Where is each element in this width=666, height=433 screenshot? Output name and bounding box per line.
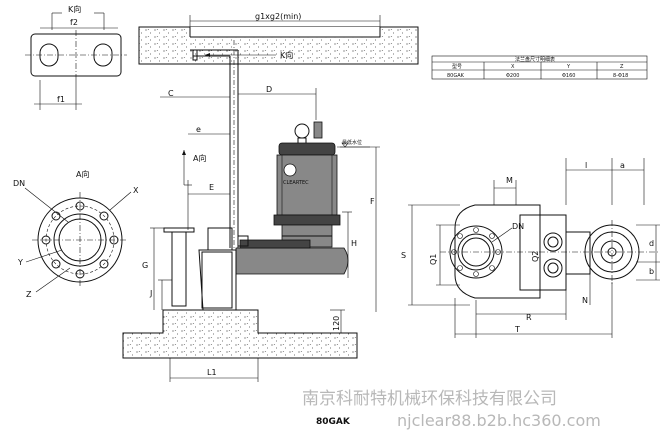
- brand-text: CLEARTEC: [283, 180, 309, 186]
- table-cell: Φ200: [506, 73, 519, 79]
- dim-f: F: [370, 197, 375, 206]
- k-arrow-label: K向: [280, 50, 293, 60]
- table-header: Y: [566, 64, 571, 70]
- table-cell: 80GAK: [447, 73, 465, 79]
- discharge-pipe: [171, 231, 187, 307]
- watermark-company: 南京科耐特机械环保科技有限公司: [302, 389, 557, 409]
- dim-s: S: [401, 251, 406, 260]
- plan-dn: DN: [512, 222, 524, 231]
- dim-120: 120: [332, 316, 341, 331]
- dim-a: a: [620, 161, 625, 170]
- dim-h: H: [351, 239, 357, 248]
- dim-m: M: [506, 176, 513, 185]
- plan-n: N: [582, 296, 588, 305]
- table-cell: Φ160: [562, 73, 575, 79]
- plan-r: R: [526, 313, 532, 322]
- model-label: 80GAK: [316, 417, 351, 427]
- dim-g: G: [142, 261, 148, 270]
- a-arrow-label: A向: [193, 153, 206, 163]
- plan-d: d: [649, 239, 654, 248]
- dim-c: C: [168, 89, 174, 98]
- dim-g1xg2: g1xg2(min): [255, 12, 301, 21]
- dim-l1: L1: [207, 368, 217, 377]
- a-view: A向 DN X Y Z: [13, 169, 139, 299]
- water-level-label: 最低水位: [342, 139, 362, 146]
- flange-table: 法兰盘尺寸明细表 型号 X Y Z 80GAK Φ200 Φ160 8-Φ18: [431, 55, 648, 80]
- a-view-x: X: [133, 186, 139, 195]
- table-header: X: [511, 64, 515, 70]
- lifting-eye: [294, 123, 310, 139]
- dim-d: D: [266, 85, 272, 94]
- plan-q2: Q2: [531, 251, 540, 262]
- motor-top-cover: [278, 142, 336, 156]
- a-view-y: Y: [17, 258, 23, 267]
- dim-j: J: [149, 289, 152, 298]
- table-cell: 8-Φ18: [613, 73, 628, 79]
- motor-flange: [273, 214, 341, 226]
- brand-logo: [283, 163, 297, 177]
- bottom-slab: [122, 309, 358, 359]
- table-header: Z: [620, 64, 624, 70]
- dim-e: e: [196, 125, 201, 134]
- plan-view: l a M S Q1 DN Q2: [401, 158, 660, 338]
- dim-l: l: [585, 161, 587, 170]
- auto-coupling: [207, 227, 233, 251]
- table-title: 法兰盘尺寸明细表: [515, 56, 555, 63]
- watermark-url: njclear88.b2b.hc360.com: [397, 411, 601, 430]
- plan-pump-body: [519, 214, 567, 291]
- k-view: K向 f2 f1: [25, 4, 127, 110]
- plan-flange: [449, 225, 503, 279]
- plan-bracket: [565, 231, 591, 275]
- plan-coupling-body: [454, 204, 541, 299]
- elevation-view: g1xg2(min) K向 C D e A向 E: [122, 12, 419, 382]
- cable-gland: [313, 121, 323, 139]
- pump-volute: [235, 247, 349, 275]
- dim-f1: f1: [57, 95, 65, 104]
- a-view-z: Z: [26, 290, 32, 299]
- dim-q1: Q1: [429, 254, 438, 265]
- discharge-bend: [198, 249, 237, 311]
- table-header: 型号: [452, 63, 462, 70]
- dim-f2: f2: [70, 18, 78, 27]
- a-view-dn: DN: [13, 179, 25, 188]
- a-view-title: A向: [76, 169, 89, 179]
- plan-b: b: [649, 267, 654, 276]
- plan-t: T: [514, 325, 520, 334]
- dim-e-cap: E: [209, 183, 214, 192]
- k-view-title: K向: [68, 4, 81, 14]
